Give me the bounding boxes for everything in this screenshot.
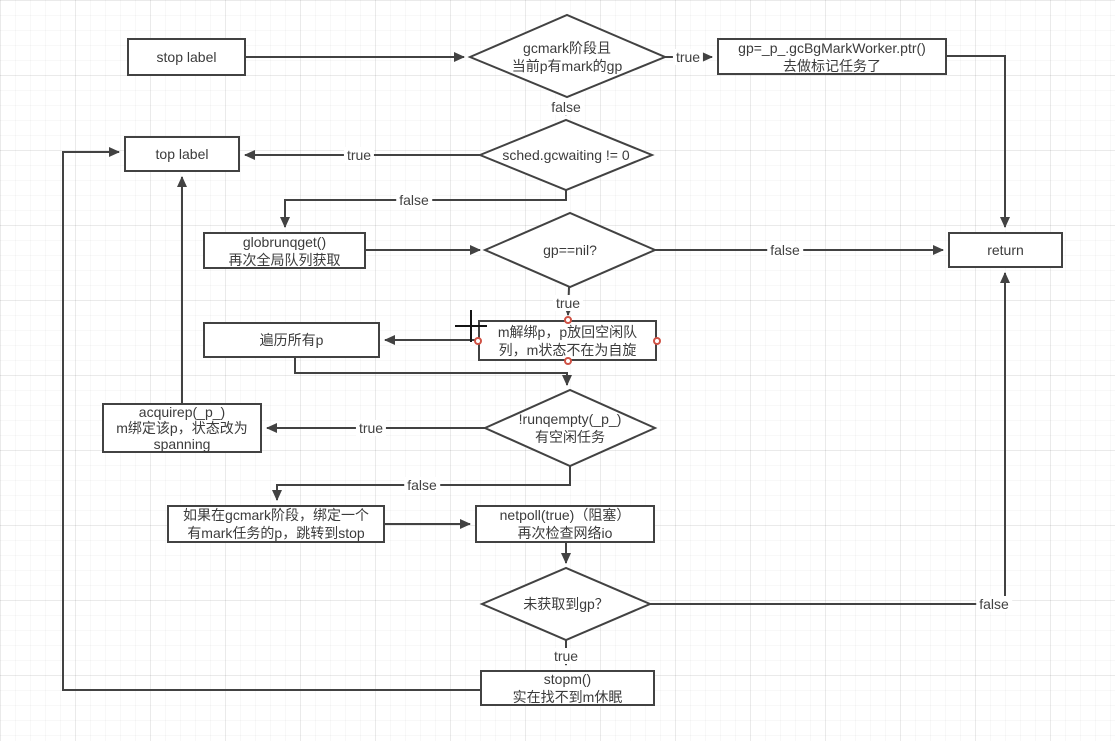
node-label: top label [155, 146, 209, 162]
node-label: 遍历所有p [259, 332, 324, 348]
edge-traverse-to-runqempty[interactable] [294, 358, 572, 386]
node-netpoll[interactable]: netpoll(true)（阻塞） 再次检查网络io [475, 505, 655, 543]
node-globrunqget[interactable]: globrunqget() 再次全局队列获取 [203, 232, 366, 269]
edge-label-nogp-true[interactable]: true [550, 648, 582, 664]
node-label: spanning [153, 436, 211, 452]
selection-handle-top[interactable] [564, 316, 572, 324]
node-acquirep[interactable]: acquirep(_p_) m绑定该p，状态改为 spanning [102, 403, 262, 453]
node-label: 再次全局队列获取 [228, 251, 341, 268]
edge-worker-to-return[interactable] [947, 55, 1010, 228]
node-label: 列，m状态不在为自旋 [498, 341, 637, 358]
edge-label-gcwaiting-true[interactable]: true [343, 147, 375, 163]
node-return[interactable]: return [948, 232, 1063, 268]
node-label: 实在找不到m休眠 [512, 689, 623, 705]
edge-label-runqempty-true[interactable]: true [355, 420, 387, 436]
node-label: gp=_p_.gcBgMarkWorker.ptr() [738, 39, 926, 56]
node-stop-label[interactable]: stop label [127, 38, 246, 76]
edge-label-nogp-false[interactable]: false [976, 596, 1012, 612]
selection-handle-bottom[interactable] [564, 357, 572, 365]
selection-handle-right[interactable] [653, 337, 661, 345]
selection-handle-left[interactable] [474, 337, 482, 345]
node-label: 如果在gcmark阶段，绑定一个 [183, 507, 369, 523]
crosshair-vertical-bar [470, 310, 472, 342]
edge-label-gcwaiting-false[interactable]: false [396, 192, 432, 208]
node-label: m绑定该p，状态改为 [116, 420, 248, 436]
edge-label-gpnil-true[interactable]: true [552, 295, 584, 311]
edge-label-gcmark-false[interactable]: false [548, 99, 584, 115]
node-label: m解绑p，p放回空闲队 [497, 323, 638, 340]
decision-gcwaiting-shape[interactable] [477, 118, 655, 192]
node-label: 去做标记任务了 [783, 57, 881, 74]
edge-label-runqempty-false[interactable]: false [404, 477, 440, 493]
crosshair-cursor [455, 310, 487, 342]
decision-gp-nil-shape[interactable] [482, 211, 658, 289]
node-label: return [987, 242, 1024, 258]
edge-nogp-false[interactable] [650, 272, 1010, 605]
node-traverse-all-p[interactable]: 遍历所有p [203, 322, 380, 358]
decision-runqempty-shape[interactable] [482, 388, 658, 468]
node-label: stop label [156, 49, 217, 65]
node-label: netpoll(true)（阻塞） [499, 507, 631, 523]
node-gc-bg-mark-worker[interactable]: gp=_p_.gcBgMarkWorker.ptr() 去做标记任务了 [717, 38, 947, 75]
node-gcmark-bind-p[interactable]: 如果在gcmark阶段，绑定一个 有mark任务的p，跳转到stop [167, 505, 385, 543]
edge-stopm-to-toplabel[interactable] [62, 147, 480, 691]
decision-gcmark-phase-shape[interactable] [467, 13, 668, 99]
node-label: globrunqget() [242, 233, 327, 250]
decision-no-gp-shape[interactable] [479, 566, 653, 642]
node-label: stopm() [543, 671, 592, 687]
node-label: 有mark任务的p，跳转到stop [187, 525, 365, 541]
edge-label-gcmark-true[interactable]: true [672, 49, 704, 65]
edge-label-gpnil-false[interactable]: false [767, 242, 803, 258]
node-stopm[interactable]: stopm() 实在找不到m休眠 [480, 670, 655, 706]
node-m-unbind-p[interactable]: m解绑p，p放回空闲队 列，m状态不在为自旋 [478, 320, 657, 361]
node-label: 再次检查网络io [517, 525, 613, 541]
node-label: acquirep(_p_) [138, 404, 226, 420]
node-top-label[interactable]: top label [124, 136, 240, 172]
